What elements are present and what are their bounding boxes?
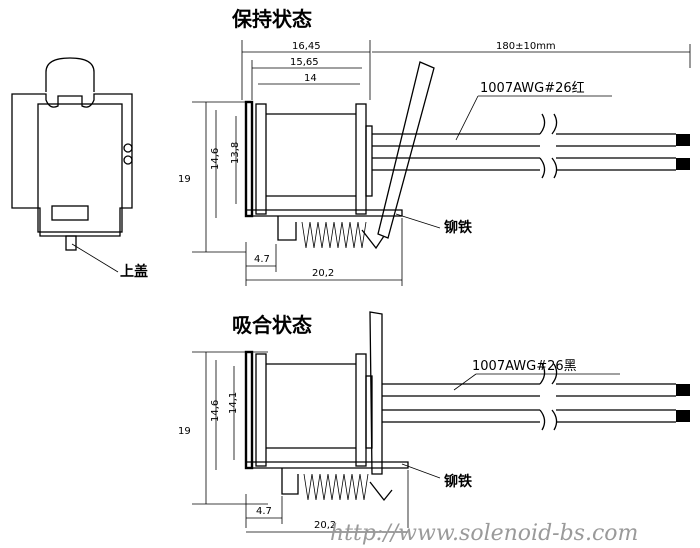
- dim-bottom-h-coil: 14,6: [210, 400, 221, 422]
- dim-top-base-offset: 4.7: [254, 254, 270, 265]
- dim-top-w3: 14: [304, 73, 317, 84]
- top-cover-label: 上盖: [120, 263, 148, 280]
- dim-top-base-width: 20,2: [312, 268, 334, 279]
- holding-state-title: 保持状态: [231, 7, 312, 31]
- dim-top-w2: 15,65: [290, 57, 319, 68]
- dim-bottom-h-total: 19: [178, 426, 191, 437]
- watermark: http://www.solenoid-bs.com: [330, 521, 638, 546]
- dim-wire-length: 180±10mm: [496, 41, 556, 52]
- dim-top-h-inner: 13,8: [230, 142, 241, 164]
- armature-bottom-label: 铆铁: [444, 473, 472, 490]
- attracted-state-view: 吸合状态 19 14,6 14,1: [178, 311, 690, 533]
- dim-top-h-total: 19: [178, 174, 191, 185]
- attracted-state-title: 吸合状态: [232, 313, 312, 337]
- dim-bottom-base-width: 20,2: [314, 520, 336, 531]
- dim-bottom-h-inner: 14,1: [228, 392, 239, 414]
- dim-top-h-coil: 14,6: [210, 148, 221, 170]
- holding-state-view: 保持状态 16,45 15,65 14 180±10mm 19 14,6 13,…: [178, 7, 691, 286]
- wire-red-label: 1007AWG#26红: [480, 80, 585, 96]
- end-view-hatch: [51, 205, 89, 221]
- end-view: 上盖: [11, 57, 148, 280]
- wire-black-label: 1007AWG#26黑: [472, 359, 577, 374]
- armature-top-label: 铆铁: [444, 219, 472, 236]
- dim-bottom-base-offset: 4.7: [256, 506, 272, 517]
- dim-top-w1: 16,45: [292, 41, 321, 52]
